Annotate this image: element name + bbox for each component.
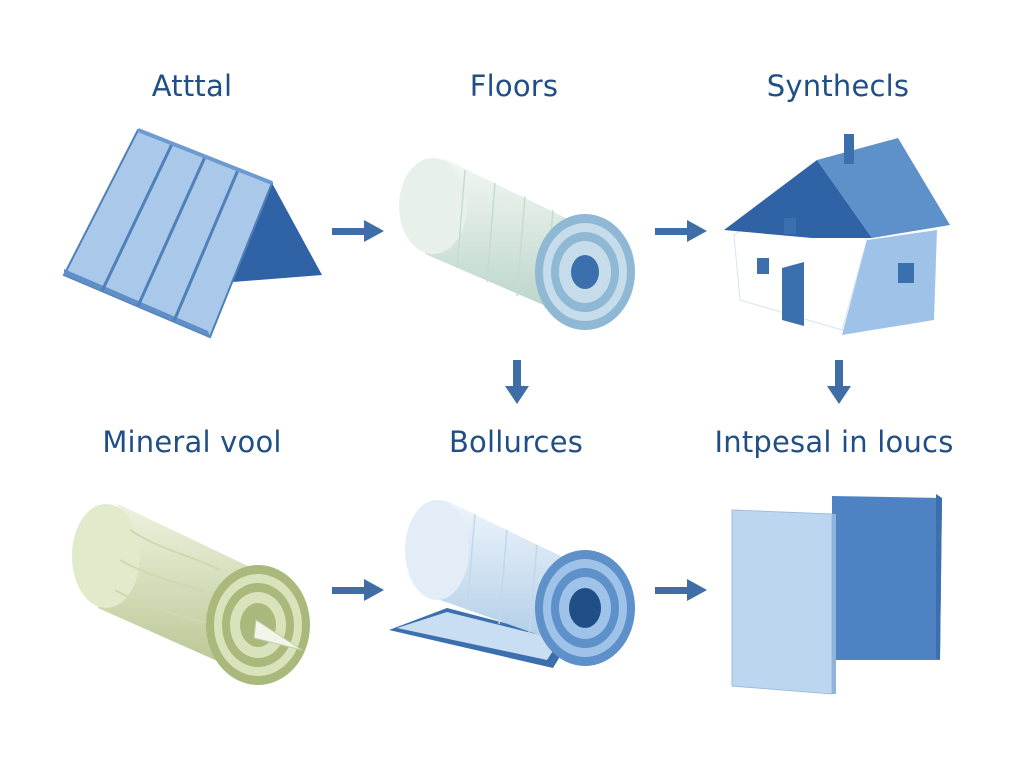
arrow-right-icon — [655, 579, 707, 601]
roof-icon — [62, 128, 322, 339]
label-bollurces: Bollurces — [448, 425, 584, 459]
mineral-wool-roll-icon — [72, 504, 310, 685]
label-synthetics: Synthecls — [766, 69, 910, 103]
label-intpesal: Intpesal in loucs — [714, 425, 954, 459]
arrow-right-icon — [332, 579, 384, 601]
label-floors: Floors — [469, 69, 559, 103]
arrow-right-icon — [655, 220, 707, 242]
panel-boards-icon — [731, 494, 942, 695]
label-mineral-wool: Mineral vool — [102, 425, 282, 459]
arrow-down-icon — [505, 360, 529, 404]
label-attic: Atttal — [151, 69, 233, 103]
arrow-right-icon — [332, 220, 384, 242]
house-icon — [724, 134, 950, 335]
arrow-down-icon — [827, 360, 851, 404]
foam-roll-icon — [399, 158, 635, 330]
roll-with-tray-icon — [389, 500, 635, 668]
